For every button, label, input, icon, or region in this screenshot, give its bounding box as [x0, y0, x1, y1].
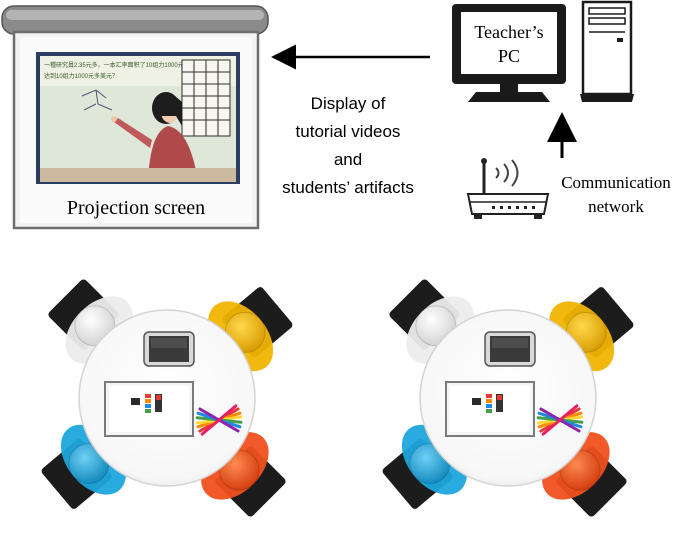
display-label-line3: and — [334, 150, 362, 169]
network-label-line2: network — [588, 197, 644, 216]
mini-whiteboard — [104, 381, 194, 437]
mini-whiteboard — [445, 381, 535, 437]
slide-text-line1: 一種研究員2.35元多，一本汇率面积了10组力1000元 — [44, 61, 184, 69]
group-tables — [41, 279, 634, 517]
tablet-icon — [143, 331, 195, 367]
marker-cap — [486, 394, 492, 398]
marker-cap — [486, 404, 492, 408]
router-icon — [466, 158, 550, 219]
marker-cap — [486, 399, 492, 403]
marker-icon — [155, 394, 162, 412]
counting-sticks-icon — [195, 404, 243, 436]
group-left — [41, 279, 293, 517]
marker-cap — [486, 409, 492, 413]
tablet-icon — [484, 331, 536, 367]
slide-text-line2: 达到10组力1000元多美元？ — [44, 72, 118, 80]
counting-sticks-icon — [536, 404, 584, 436]
pc-label-line2: PC — [498, 46, 520, 66]
projection-screen: 一種研究員2.35元多，一本汇率面积了10组力1000元 达到10组力1000元… — [1, 5, 269, 230]
display-label-line2: tutorial videos — [296, 122, 401, 141]
marker-cap — [145, 399, 151, 403]
eraser-icon — [131, 398, 140, 405]
marker-cap — [145, 404, 151, 408]
pc-label-line1: Teacher’s — [474, 22, 543, 42]
marker-cap — [145, 394, 151, 398]
network-label-line1: Communication — [561, 173, 671, 192]
monitor-icon: Teacher’s PC — [452, 4, 566, 102]
marker-cap — [145, 409, 151, 413]
display-label-line4: students’ artifacts — [282, 178, 414, 197]
projection-caption: Projection screen — [67, 197, 205, 219]
group-right — [382, 279, 634, 517]
display-label-line1: Display of — [311, 94, 386, 113]
projected-lesson-photo: 一種研究員2.35元多，一本汇率面积了10组力1000元 达到10组力1000元… — [36, 52, 240, 184]
display-label: Display of tutorial videos and students’… — [282, 94, 414, 197]
teacher-pc: Teacher’s PC — [452, 0, 634, 102]
eraser-icon — [472, 398, 481, 405]
computer-tower-icon — [580, 0, 634, 102]
marker-icon — [496, 394, 503, 412]
